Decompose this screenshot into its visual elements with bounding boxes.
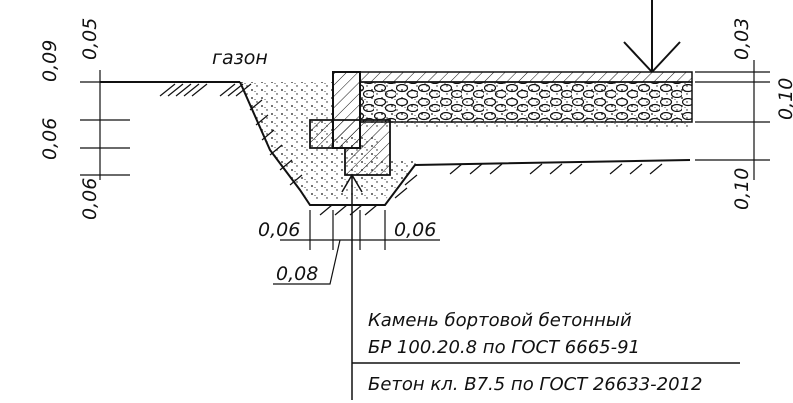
dim-bottom-006-left: 0,06 bbox=[258, 219, 300, 241]
dim-left-005: 0,05 bbox=[79, 18, 101, 60]
note-line-2: БР 100.20.8 по ГОСТ 6665-91 bbox=[368, 337, 640, 358]
note-line-3: Бетон кл. В7.5 по ГОСТ 26633-2012 bbox=[368, 374, 702, 395]
dim-right-003: 0,03 bbox=[731, 18, 753, 60]
dim-bottom-006-right: 0,06 bbox=[394, 219, 436, 241]
leader-line bbox=[341, 173, 740, 400]
note-line-1: Камень бортовой бетонный bbox=[368, 310, 632, 331]
section-arrow bbox=[623, 0, 681, 73]
dim-right-010-top: 0,10 bbox=[775, 78, 793, 120]
dim-right-010-bottom: 0,10 bbox=[731, 168, 753, 210]
dim-bottom-008: 0,08 bbox=[276, 263, 318, 285]
dim-left-006-top: 0,06 bbox=[39, 118, 61, 160]
dim-left-006-bottom: 0,06 bbox=[79, 178, 101, 220]
ground-line bbox=[100, 81, 252, 97]
dimension-lines bbox=[80, 60, 770, 285]
curb-stone bbox=[332, 71, 361, 149]
dim-left-009: 0,09 bbox=[39, 40, 61, 82]
lawn-label: газон bbox=[212, 47, 268, 69]
pavement-layers bbox=[359, 71, 693, 123]
